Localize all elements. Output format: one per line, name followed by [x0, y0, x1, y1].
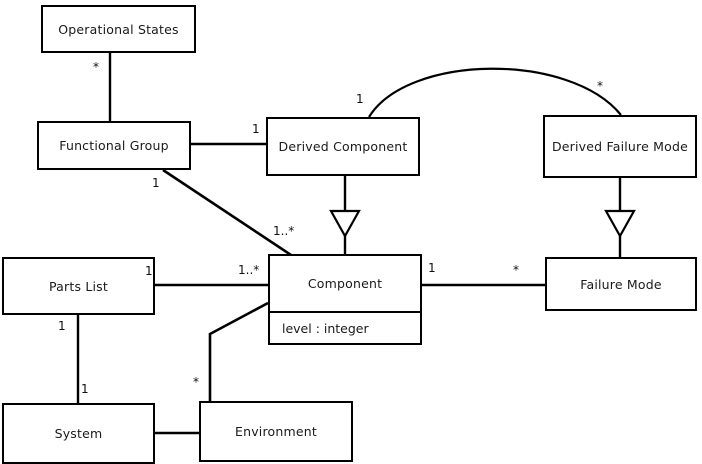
multiplicity-component-parts-list: 1..*	[238, 263, 260, 277]
class-name-operational-states: Operational States	[58, 21, 179, 37]
class-environment[interactable]: Environment	[199, 401, 353, 462]
multiplicity-operational-states-functional-group: *	[93, 60, 99, 74]
class-name-system: System	[54, 426, 103, 441]
multiplicity-system-parts-list: 1	[81, 382, 89, 396]
class-operational-states[interactable]: Operational States	[41, 5, 196, 53]
multiplicity-failure-mode-component: *	[513, 263, 519, 277]
class-name-failure-mode: Failure Mode	[580, 276, 662, 292]
class-name-parts-list: Parts List	[48, 278, 108, 294]
multiplicity-derived-failure-mode-arc: *	[597, 79, 603, 93]
multiplicity-parts-list-system: 1	[58, 319, 66, 333]
multiplicity-parts-list-component: 1	[145, 264, 153, 278]
class-failure-mode[interactable]: Failure Mode	[545, 257, 697, 311]
edge-functional-group-component	[162, 168, 292, 257]
class-name-derived-failure-mode: Derived Failure Mode	[551, 139, 689, 154]
class-system[interactable]: System	[2, 403, 155, 464]
class-name-derived-component: Derived Component	[278, 139, 408, 154]
class-name-environment: Environment	[234, 424, 318, 439]
class-component[interactable]: Component level : integer	[268, 254, 422, 345]
multiplicity-functional-group-derived-component: 1	[252, 122, 260, 136]
multiplicity-component-functional-group: 1..*	[273, 224, 295, 238]
multiplicity-derived-component-arc: 1	[356, 92, 364, 106]
class-parts-list[interactable]: Parts List	[2, 257, 155, 315]
class-functional-group[interactable]: Functional Group	[37, 121, 191, 170]
generalization-arrow-component	[329, 209, 361, 239]
generalization-arrow-failure-mode	[604, 209, 636, 239]
edge-environment-component	[208, 301, 269, 401]
multiplicity-functional-group-component: 1	[152, 176, 160, 190]
edge-derived-component-derived-failure-mode	[368, 67, 622, 118]
class-derived-failure-mode[interactable]: Derived Failure Mode	[543, 115, 697, 178]
class-name-functional-group: Functional Group	[59, 138, 169, 153]
multiplicity-component-failure-mode: 1	[428, 261, 436, 275]
class-derived-component[interactable]: Derived Component	[266, 117, 420, 176]
class-attribute-component-level: level : integer	[270, 311, 420, 343]
multiplicity-environment-component: *	[193, 375, 199, 389]
class-name-component: Component	[307, 276, 383, 291]
